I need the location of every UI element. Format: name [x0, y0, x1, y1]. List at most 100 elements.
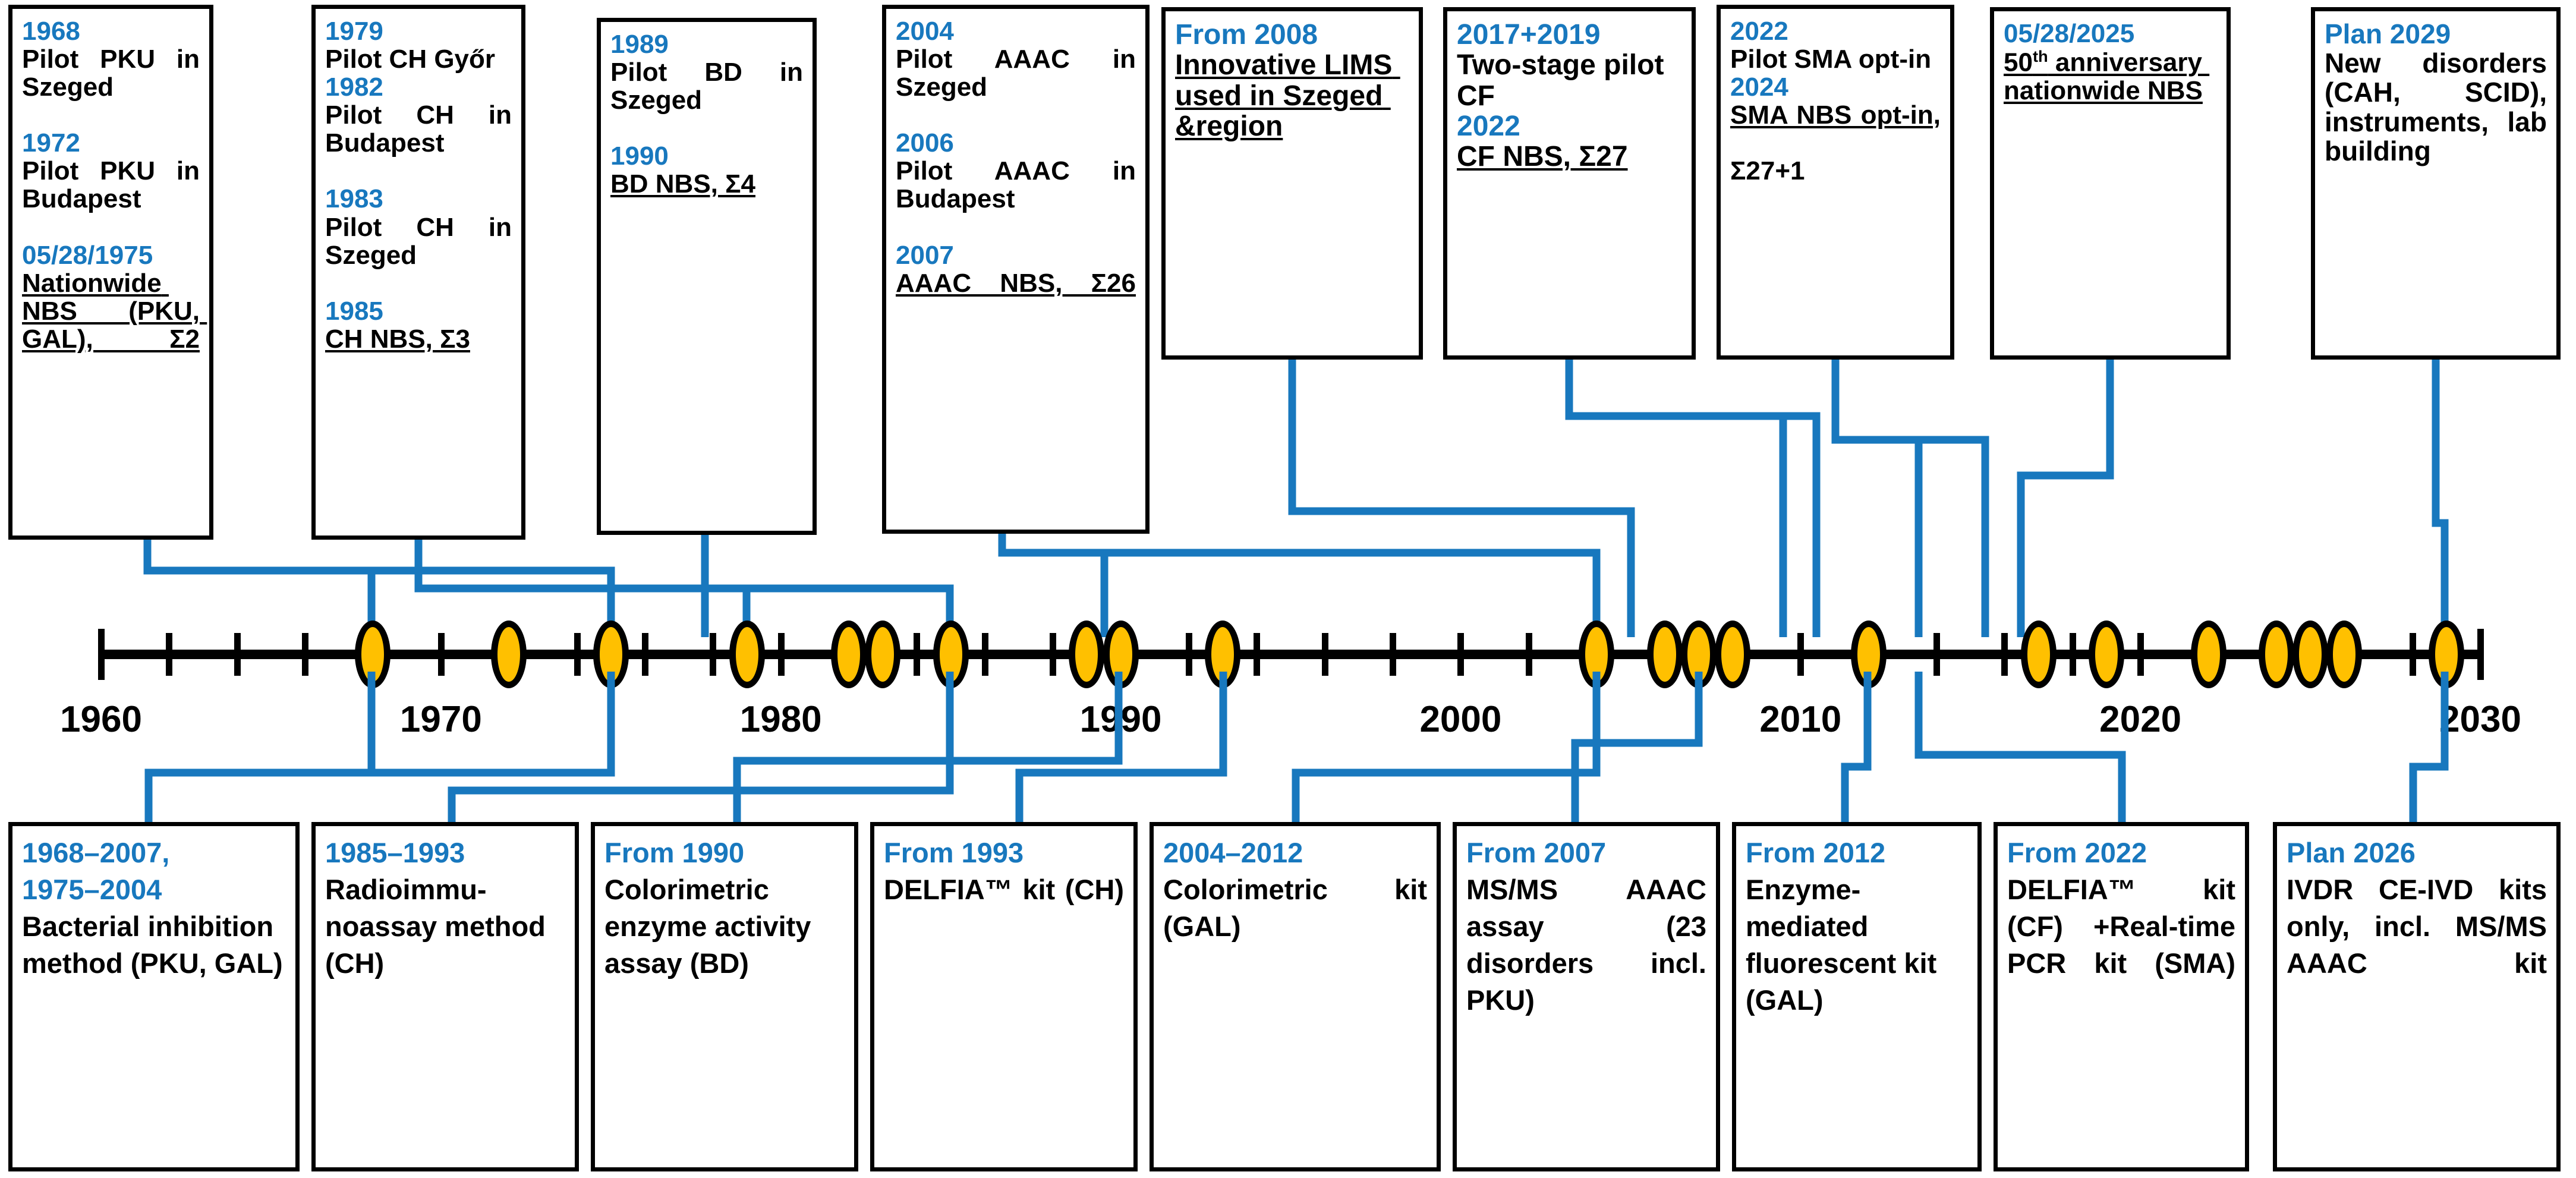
axis-tick-1976 — [641, 633, 648, 676]
timeline-marker-2017[interactable] — [2020, 621, 2057, 688]
method-msms-line-0: From 2007 — [1466, 837, 1607, 868]
timeline-marker-1983[interactable] — [865, 621, 901, 688]
timeline-marker-1993[interactable] — [1205, 621, 1241, 688]
method-bacterial-line-1: 1975–2004 — [22, 874, 162, 906]
method-enzyme-gal-line-1: Enzyme-mediated fluorescent kit (GAL) — [1746, 874, 1945, 1016]
axis-tick-1984 — [914, 633, 921, 676]
box-ch-line-5: Pilot CH in Szeged — [325, 212, 519, 270]
box-cf-line-2: 2022 — [1457, 111, 1520, 143]
box-aaac-line-5: AAAC NBS, Σ26 — [896, 268, 1136, 298]
box-plan2029-line-0: Plan 2029 — [2325, 18, 2451, 49]
axis-tick-1988 — [1050, 633, 1057, 676]
timeline-marker-1968[interactable] — [355, 621, 391, 688]
method-delfia-ch-line-0: From 1993 — [884, 837, 1024, 868]
timeline-marker-2025[interactable] — [2292, 621, 2329, 688]
method-colorimetric-bd-line-0: From 1990 — [604, 837, 745, 868]
box-ch-line-7: CH NBS, Σ3 — [325, 324, 470, 354]
timeline-marker-2019[interactable] — [2088, 621, 2124, 688]
method-plan2026-line-0: Plan 2026 — [2287, 837, 2416, 868]
box-ch-line-3: Pilot CH in Budapest — [325, 100, 519, 158]
method-colorimetric-gal-line-0: 2004–2012 — [1163, 837, 1303, 868]
axis-tick-1996 — [1321, 633, 1328, 676]
box-cf-line-3: CF NBS, Σ27 — [1457, 141, 1628, 173]
method-delfia-cf-sma-line-1: DELFIA™ kit (CF) +Real-time PCR kit (SMA… — [2007, 874, 2244, 979]
box-bd-line-2: 1990 — [610, 141, 669, 171]
method-bacterial-line-0: 1968–2007, — [22, 837, 170, 868]
method-delfia-cf-sma-line-0: From 2022 — [2007, 837, 2147, 868]
axis-tick-1980 — [777, 633, 785, 676]
timeline-marker-1982[interactable] — [831, 621, 867, 688]
timeline-marker-2024[interactable] — [2258, 621, 2294, 688]
axis-label-2000: 2000 — [1419, 699, 1502, 740]
timeline-marker-2004[interactable] — [1579, 621, 1615, 688]
box-bd-line-0: 1989 — [610, 30, 669, 59]
timeline-marker-1990[interactable] — [1103, 621, 1139, 688]
axis-tick-1966 — [302, 633, 309, 676]
axis-label-1960: 1960 — [60, 699, 142, 740]
box-ch-line-4: 1983 — [325, 184, 383, 214]
box-lims-line-1: Innovative LIMS used in Szeged &region — [1175, 49, 1400, 143]
timeline-marker-2006[interactable] — [1646, 621, 1683, 688]
box-sma-line-1: Pilot SMA opt-in — [1730, 45, 1932, 74]
box-bd-line-3: BD NBS, Σ4 — [610, 169, 755, 199]
box-anniversary-line-0: 05/28/2025 — [2004, 19, 2135, 48]
method-enzyme-gal-line-0: From 2012 — [1746, 837, 1886, 868]
box-pku-line-1: Pilot PKU in Szeged — [22, 45, 207, 102]
timeline-marker-1979[interactable] — [729, 621, 765, 688]
axis-tick-1974 — [574, 633, 581, 676]
axis-tick-1994 — [1254, 633, 1261, 676]
axis-tick-2020 — [2137, 633, 2144, 676]
axis-tick-1998 — [1390, 633, 1397, 676]
box-aaac-line-0: 2004 — [896, 17, 954, 46]
box-cf-line-1: Two-stage pilot CF — [1457, 49, 1672, 112]
box-bd-line-1: Pilot BD in Szeged — [610, 58, 811, 115]
axis-tick-1978 — [710, 633, 717, 676]
box-pku-line-3: Pilot PKU in Budapest — [22, 156, 207, 214]
box-aaac-line-1: Pilot AAAC in Szeged — [896, 45, 1144, 102]
method-colorimetric-bd-line-1: Colorimetric enzyme activity assay (BD) — [604, 874, 819, 979]
method-plan2026-line-1: IVDR CE-IVD kits only, incl. MS/MS AAAC … — [2287, 874, 2555, 979]
timeline-marker-1989[interactable] — [1069, 621, 1105, 688]
axis-label-1990: 1990 — [1079, 699, 1162, 740]
timeline-marker-1972[interactable] — [491, 621, 527, 688]
box-ch-line-1: Pilot CH Győr — [325, 45, 496, 74]
axis-label-1970: 1970 — [399, 699, 482, 740]
box-aaac-line-4: 2007 — [896, 240, 954, 270]
method-ria-line-0: 1985–1993 — [325, 837, 465, 868]
box-plan2029-line-1: New disorders (CAH, SCID), instruments, … — [2325, 48, 2555, 166]
box-lims-line-0: From 2008 — [1175, 19, 1318, 51]
box-sma-line-2: 2024 — [1730, 73, 1788, 102]
timeline-marker-2012[interactable] — [1850, 621, 1887, 688]
box-pku-line-0: 1968 — [22, 17, 80, 46]
axis-label-2010: 2010 — [1759, 699, 1842, 740]
box-pku-line-5: Nationwide NBS (PKU, GAL), Σ2 — [22, 268, 207, 354]
timeline-marker-2026[interactable] — [2326, 621, 2363, 688]
method-msms-line-1: MS/MS AAAC assay (23 disorders incl. PKU… — [1466, 874, 1715, 1016]
timeline-marker-2008[interactable] — [1714, 621, 1750, 688]
box-ch-line-6: 1985 — [325, 296, 383, 326]
timeline-marker-1975[interactable] — [593, 621, 629, 688]
axis-label-2030: 2030 — [2439, 699, 2521, 740]
box-cf-line-0: 2017+2019 — [1457, 19, 1601, 51]
timeline-marker-2029[interactable] — [2428, 621, 2464, 688]
timeline-marker-2007[interactable] — [1680, 621, 1717, 688]
timeline-marker-2022[interactable] — [2190, 621, 2227, 688]
axis-tick-2000 — [1457, 633, 1465, 676]
timeline-marker-1985[interactable] — [933, 621, 969, 688]
axis-label-2020: 2020 — [2099, 699, 2182, 740]
